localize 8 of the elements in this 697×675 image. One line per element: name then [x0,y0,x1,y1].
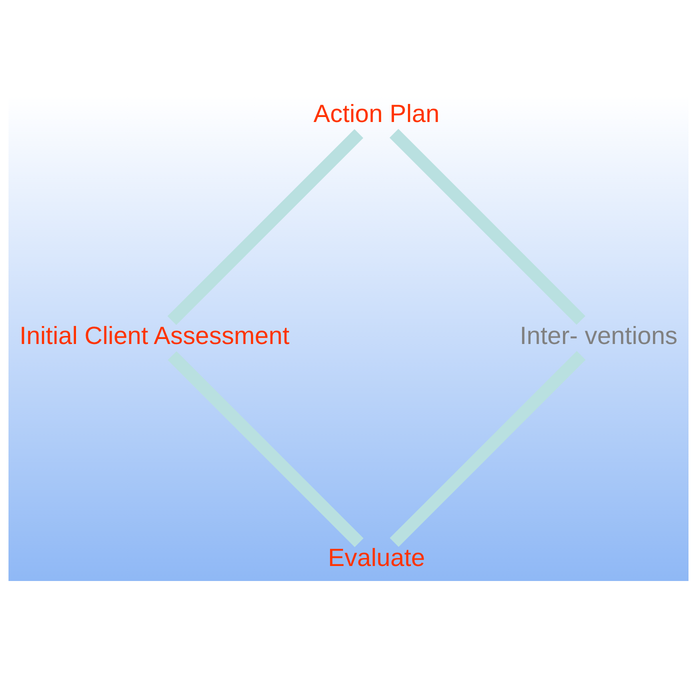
node-text: Initial Client Assessment [19,322,290,350]
connector [390,350,586,546]
connector [390,128,586,324]
connector [167,128,364,324]
node-text: Inter- ventions [520,322,678,350]
node-text: Evaluate [328,544,425,572]
connector [168,350,364,547]
node-text: Action Plan [314,100,440,128]
